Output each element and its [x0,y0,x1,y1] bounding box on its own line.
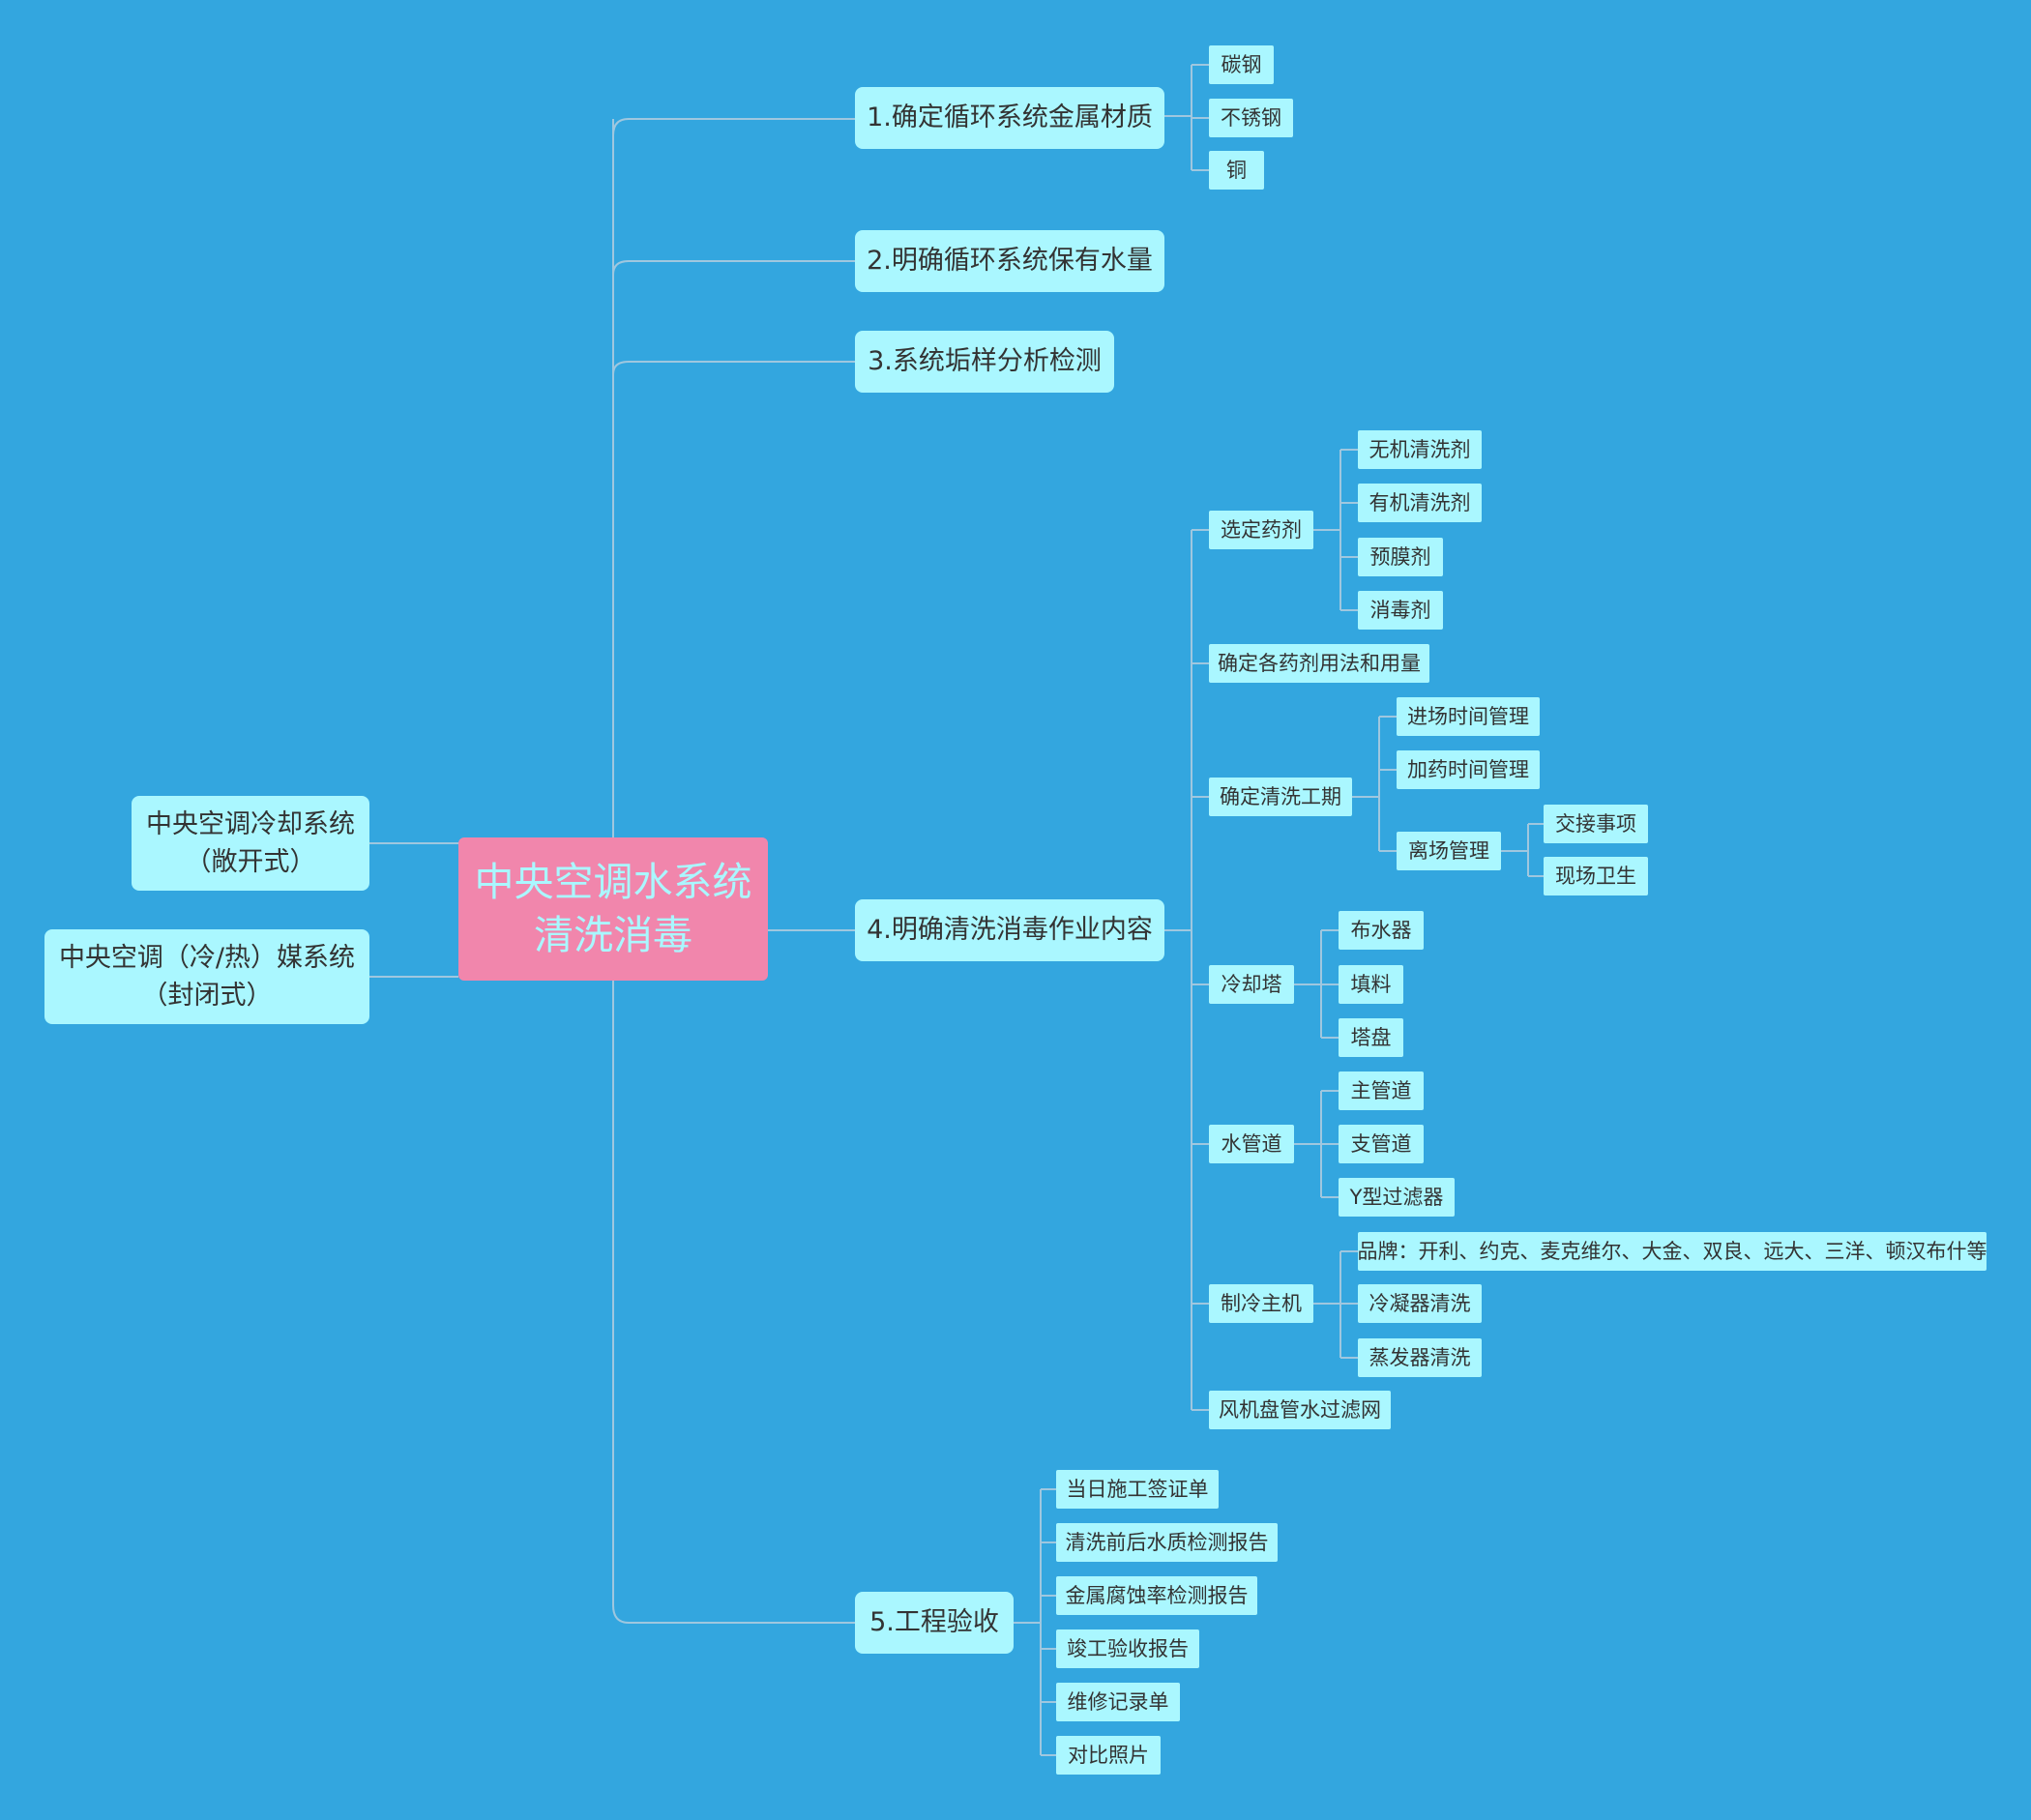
leaf-label: 交接事项 [1555,811,1636,836]
leaf-chiller-brands[interactable]: 品牌：开利、约克、麦克维尔、大金、双良、远大、三洋、顿汉布什等 [1358,1232,1987,1271]
leaf-y-strainer[interactable]: Y型过滤器 [1339,1178,1455,1217]
leaf-label: 品牌：开利、约克、麦克维尔、大金、双良、远大、三洋、顿汉布什等 [1357,1239,1987,1263]
leaf-entry-time[interactable]: 进场时间管理 [1397,697,1540,736]
item-chemical-dosage[interactable]: 确定各药剂用法和用量 [1209,644,1429,683]
side-node-subtitle: （敞开式） [185,847,316,877]
root-node[interactable]: 中央空调水系统 清洗消毒 [458,837,768,981]
leaf-label: 消毒剂 [1369,598,1431,622]
item-label: 制冷主机 [1221,1291,1302,1315]
leaf-label: 有机清洗剂 [1369,490,1471,514]
item-chiller[interactable]: 制冷主机 [1209,1284,1313,1323]
leaf-label: 清洗前后水质检测报告 [1065,1530,1269,1554]
leaf-dosing-time[interactable]: 加药时间管理 [1397,750,1540,789]
leaf-maintenance-record[interactable]: 维修记录单 [1056,1683,1180,1721]
leaf-evaporator-cleaning[interactable]: 蒸发器清洗 [1358,1338,1482,1377]
branch-label: 2.明确循环系统保有水量 [867,246,1153,277]
item-cleaning-schedule[interactable]: 确定清洗工期 [1209,778,1352,816]
root-title-line2: 清洗消毒 [534,912,692,958]
leaf-label: 塔盘 [1350,1025,1392,1049]
leaf-label: Y型过滤器 [1349,1185,1444,1209]
leaf-departure-management[interactable]: 离场管理 [1397,832,1501,870]
branch-scale-analysis[interactable]: 3.系统垢样分析检测 [855,331,1114,393]
branch-metal-material[interactable]: 1.确定循环系统金属材质 [855,87,1164,149]
leaf-label: 支管道 [1350,1131,1412,1156]
item-label: 选定药剂 [1221,517,1302,542]
leaf-tower-basin[interactable]: 塔盘 [1339,1018,1403,1057]
leaf-prefilming-agent[interactable]: 预膜剂 [1358,538,1443,576]
item-water-pipes[interactable]: 水管道 [1209,1125,1294,1163]
leaf-handover-items[interactable]: 交接事项 [1544,805,1648,843]
leaf-carbon-steel[interactable]: 碳钢 [1209,45,1274,84]
item-label: 水管道 [1221,1131,1282,1156]
leaf-water-distributor[interactable]: 布水器 [1339,911,1424,950]
leaf-label: 当日施工签证单 [1066,1477,1209,1501]
leaf-label: 填料 [1350,972,1392,996]
leaf-inorganic-cleaner[interactable]: 无机清洗剂 [1358,430,1482,469]
leaf-branch-pipe[interactable]: 支管道 [1339,1125,1424,1163]
side-node-subtitle: （封闭式） [141,981,273,1011]
leaf-site-hygiene[interactable]: 现场卫生 [1544,857,1648,895]
leaf-copper[interactable]: 铜 [1209,151,1264,190]
leaf-water-quality-report[interactable]: 清洗前后水质检测报告 [1056,1523,1278,1562]
item-select-chemicals[interactable]: 选定药剂 [1209,511,1313,549]
leaf-label: 不锈钢 [1221,105,1281,130]
leaf-label: 碳钢 [1221,52,1262,76]
item-cooling-tower[interactable]: 冷却塔 [1209,965,1294,1004]
leaf-label: 维修记录单 [1067,1689,1169,1714]
leaf-label: 现场卫生 [1555,864,1636,888]
branch-water-volume[interactable]: 2.明确循环系统保有水量 [855,230,1164,292]
side-node-refrigerant-system[interactable]: 中央空调（冷/热）媒系统 （封闭式） [44,929,369,1024]
leaf-fill-packing[interactable]: 填料 [1339,965,1403,1004]
item-label: 冷却塔 [1221,972,1282,996]
leaf-label: 金属腐蚀率检测报告 [1065,1583,1249,1607]
leaf-label: 蒸发器清洗 [1369,1345,1471,1369]
leaf-label: 布水器 [1350,918,1412,942]
item-label: 风机盘管水过滤网 [1219,1397,1381,1422]
leaf-disinfectant[interactable]: 消毒剂 [1358,591,1443,630]
branch-label: 5.工程验收 [869,1607,999,1638]
leaf-label: 竣工验收报告 [1067,1636,1189,1660]
branch-label: 3.系统垢样分析检测 [868,346,1102,377]
branch-cleaning-content[interactable]: 4.明确清洗消毒作业内容 [855,899,1164,961]
leaf-daily-visa[interactable]: 当日施工签证单 [1056,1470,1219,1509]
leaf-label: 冷凝器清洗 [1369,1291,1471,1315]
side-node-title: 中央空调（冷/热）媒系统 [58,942,356,973]
item-label: 确定清洗工期 [1220,784,1341,808]
leaf-label: 对比照片 [1068,1743,1149,1767]
leaf-label: 加药时间管理 [1407,757,1529,781]
branch-label: 1.确定循环系统金属材质 [867,103,1153,133]
side-node-title: 中央空调冷却系统 [146,808,355,839]
leaf-label: 铜 [1226,158,1247,182]
side-node-cooling-system[interactable]: 中央空调冷却系统 （敞开式） [132,796,369,891]
root-title-line1: 中央空调水系统 [474,858,752,905]
leaf-label: 离场管理 [1408,838,1489,863]
branch-label: 4.明确清洗消毒作业内容 [867,915,1153,946]
leaf-corrosion-report[interactable]: 金属腐蚀率检测报告 [1056,1576,1257,1615]
leaf-label: 预膜剂 [1369,544,1431,569]
leaf-condenser-cleaning[interactable]: 冷凝器清洗 [1358,1284,1482,1323]
leaf-label: 主管道 [1350,1078,1412,1102]
leaf-main-pipe[interactable]: 主管道 [1339,1071,1424,1110]
leaf-stainless-steel[interactable]: 不锈钢 [1209,99,1293,137]
branch-acceptance[interactable]: 5.工程验收 [855,1592,1014,1654]
leaf-comparison-photos[interactable]: 对比照片 [1056,1736,1161,1775]
leaf-label: 进场时间管理 [1407,704,1529,728]
item-label: 确定各药剂用法和用量 [1218,651,1421,675]
leaf-label: 无机清洗剂 [1369,437,1471,461]
item-fan-coil-filter[interactable]: 风机盘管水过滤网 [1209,1391,1391,1429]
leaf-organic-cleaner[interactable]: 有机清洗剂 [1358,484,1482,522]
leaf-completion-report[interactable]: 竣工验收报告 [1056,1629,1199,1668]
